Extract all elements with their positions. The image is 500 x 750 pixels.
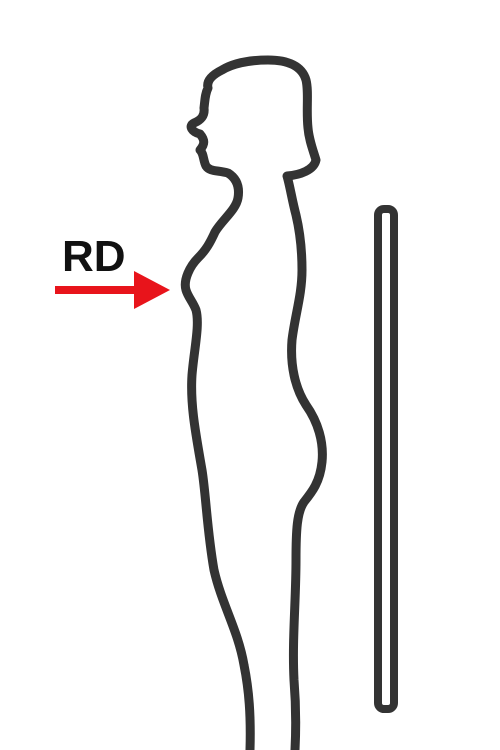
right-arrow-icon [55, 271, 170, 309]
measurement-label: RD [62, 232, 126, 281]
vertical-wall-bar-icon [374, 205, 398, 713]
human-profile-silhouette-icon [180, 55, 327, 750]
